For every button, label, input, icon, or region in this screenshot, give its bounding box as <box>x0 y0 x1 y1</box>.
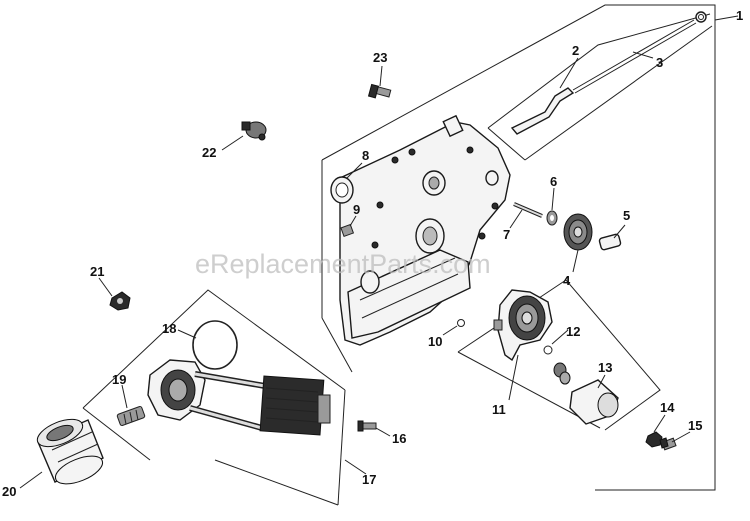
gear-cover <box>339 114 511 346</box>
oil-sensor <box>241 121 267 141</box>
callout-3: 3 <box>656 55 663 70</box>
callout-10: 10 <box>428 334 442 349</box>
callout-1: 1 <box>736 8 743 23</box>
oil-pickup <box>569 379 619 425</box>
dipstick-tube <box>510 11 707 135</box>
callout-21: 21 <box>90 264 104 279</box>
oil-cooler-adapter <box>147 359 331 436</box>
callout-8: 8 <box>362 148 369 163</box>
screw-16 <box>357 420 377 432</box>
filter-nipple <box>116 405 146 427</box>
o-ring-small <box>457 319 465 327</box>
oil-filter-outline <box>82 289 346 506</box>
callout-15: 15 <box>688 418 702 433</box>
plug <box>340 223 355 238</box>
callout-5: 5 <box>623 208 630 223</box>
callout-9: 9 <box>353 202 360 217</box>
callout-20: 20 <box>2 484 16 499</box>
filter-o-ring <box>192 320 238 370</box>
callout-17: 17 <box>362 472 376 487</box>
callout-14: 14 <box>660 400 675 415</box>
callout-13: 13 <box>598 360 612 375</box>
callout-6: 6 <box>550 174 557 189</box>
callout-23: 23 <box>373 50 387 65</box>
callout-22: 22 <box>202 145 216 160</box>
pin <box>513 202 543 218</box>
washer <box>546 210 558 226</box>
leader-lines <box>19 51 691 489</box>
bolt <box>367 83 392 99</box>
oil-pump-outline <box>457 279 661 431</box>
gear <box>563 213 593 251</box>
fitting <box>553 362 571 385</box>
oil-seal <box>330 176 354 204</box>
callout-19: 19 <box>112 372 126 387</box>
assembly-outline <box>321 4 739 491</box>
nut <box>645 431 663 448</box>
callout-2: 2 <box>572 43 579 58</box>
callout-11: 11 <box>492 402 506 417</box>
drain-fitting <box>109 291 131 311</box>
oil-pump <box>493 289 553 362</box>
oil-filter <box>36 418 104 485</box>
shaft <box>598 233 622 251</box>
o-ring <box>543 345 553 355</box>
callout-16: 16 <box>392 431 406 446</box>
callout-labels: 1 2 3 4 5 6 7 8 9 10 11 12 13 14 15 16 1… <box>2 8 743 499</box>
callout-12: 12 <box>566 324 580 339</box>
callout-7: 7 <box>503 227 510 242</box>
dipstick-outline <box>487 13 713 161</box>
watermark: eReplacementParts.com <box>195 249 491 279</box>
callout-18: 18 <box>162 321 176 336</box>
screw <box>659 437 677 451</box>
callout-4: 4 <box>563 273 571 288</box>
